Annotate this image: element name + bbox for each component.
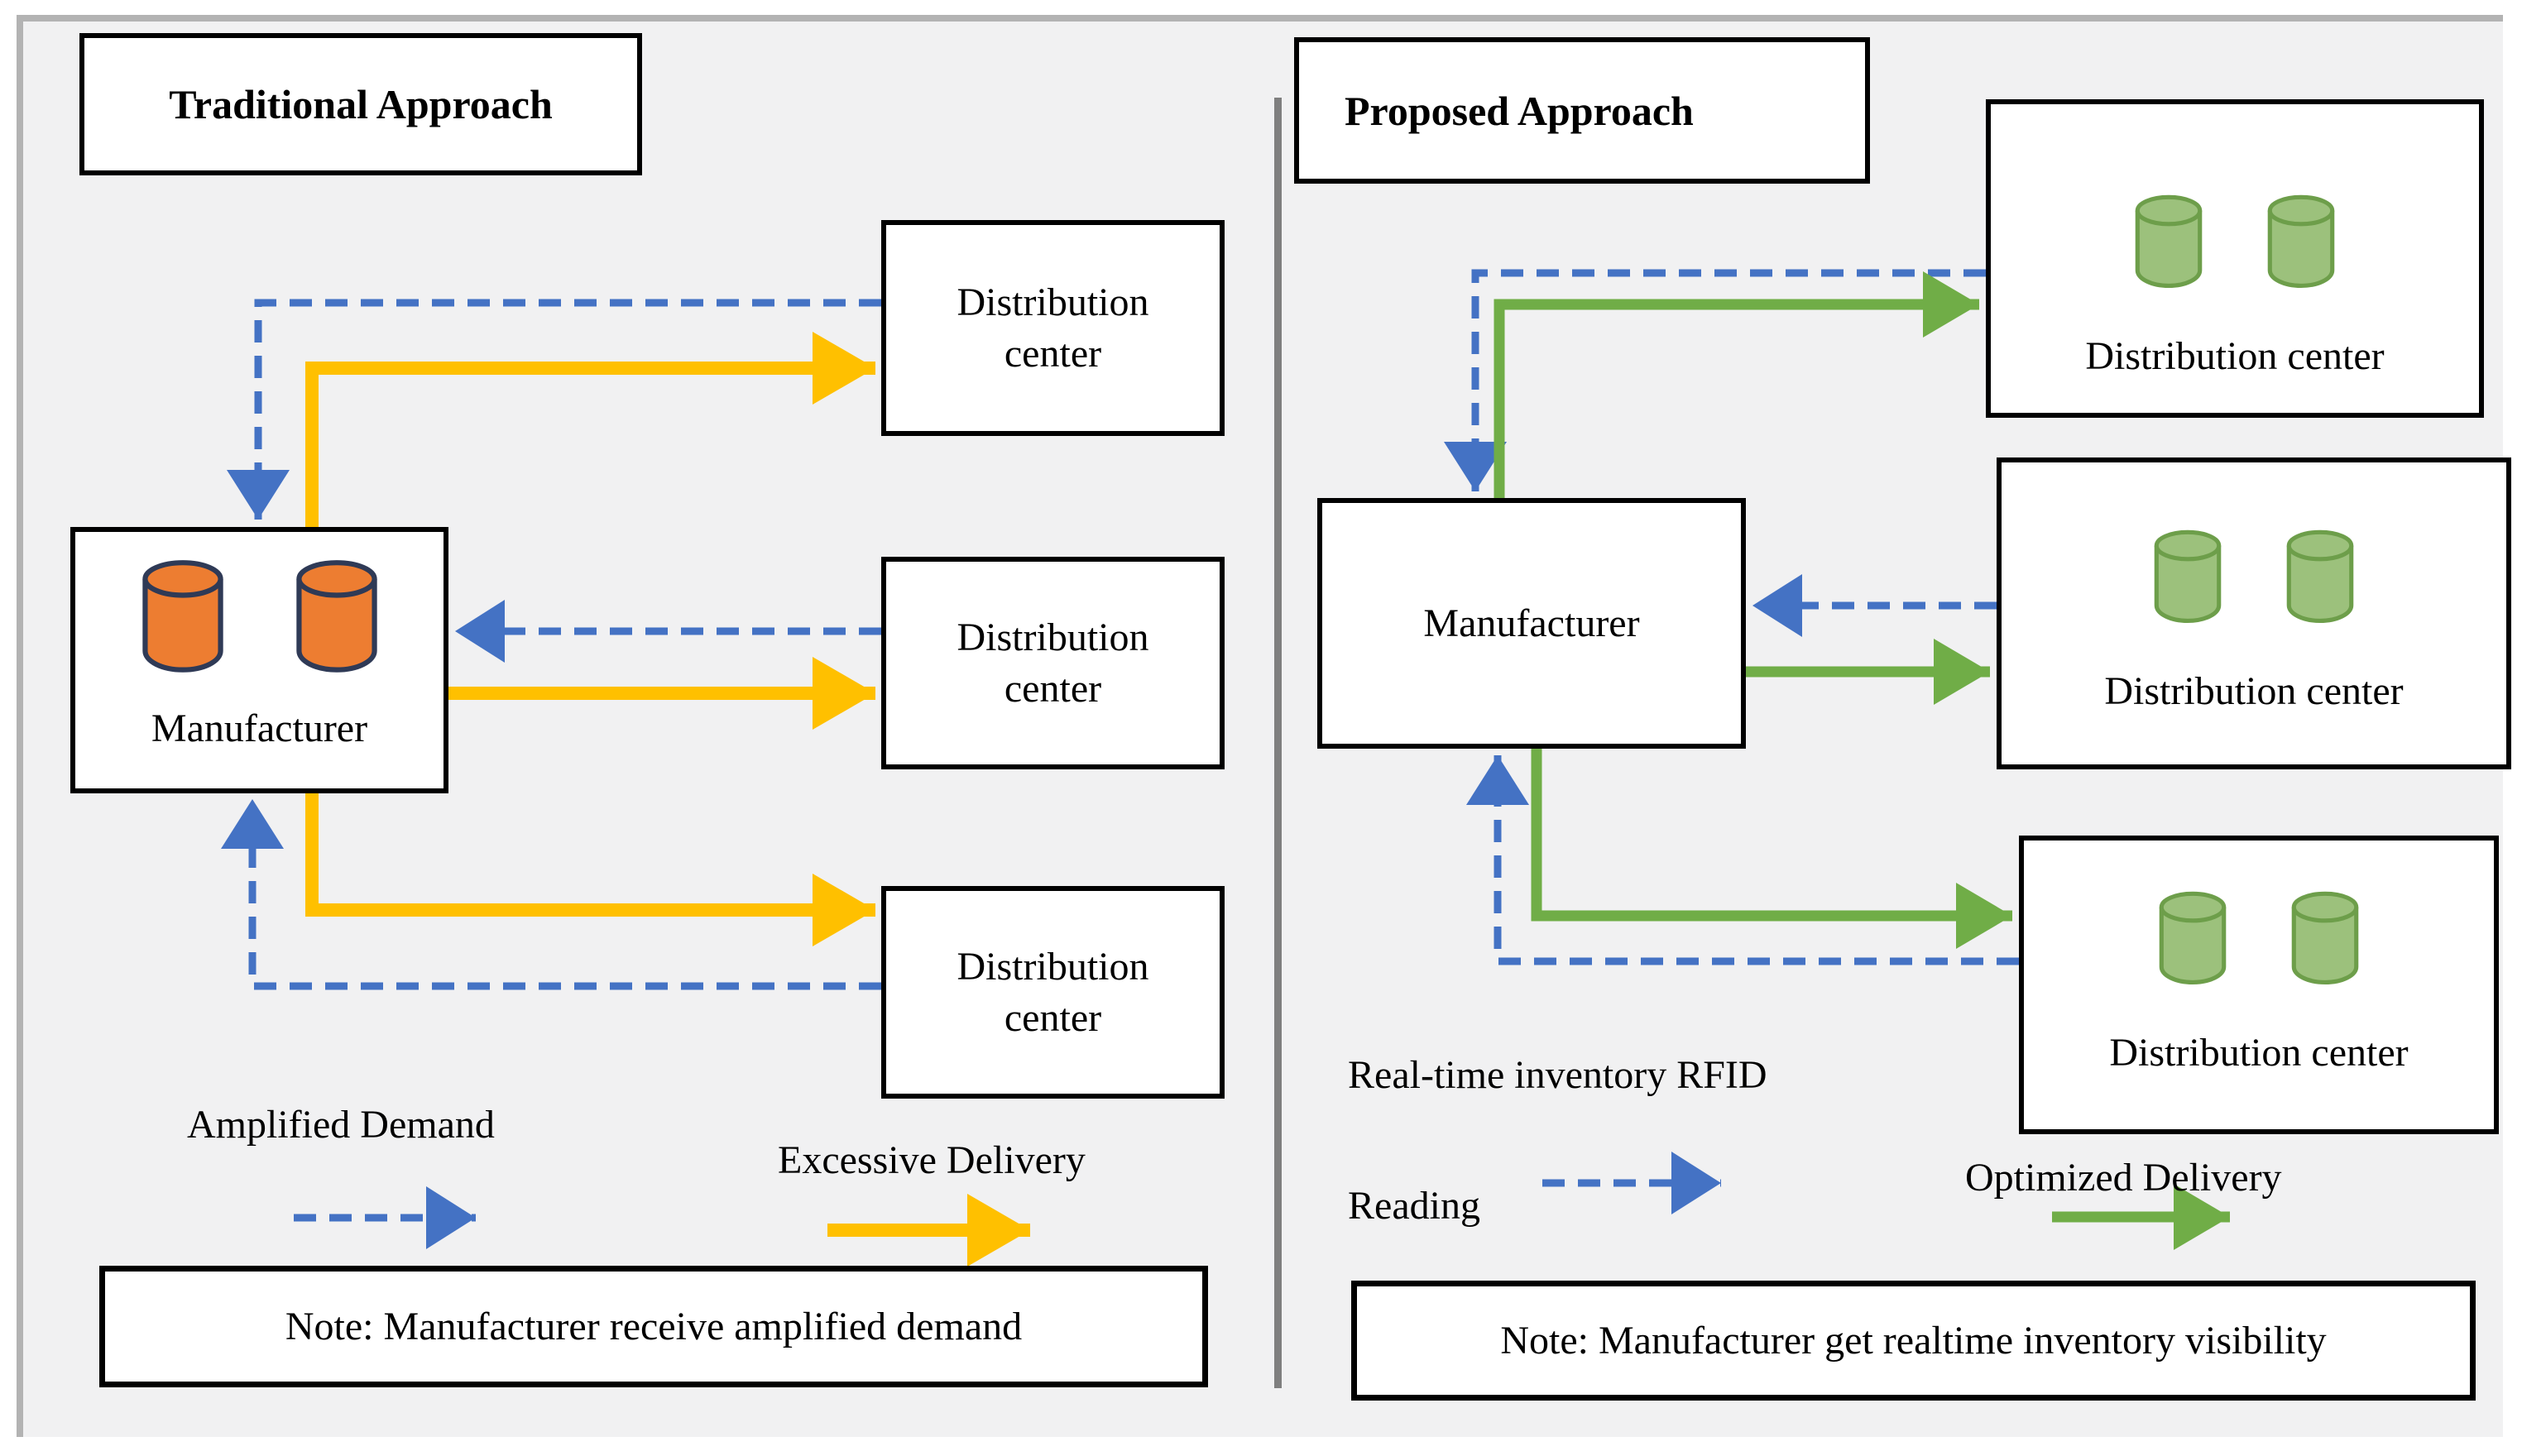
distribution-center-box-traditional-2: Distribution center [881, 557, 1225, 769]
distribution-center-label: center [1004, 995, 1102, 1040]
frame-left-line [17, 15, 23, 1437]
distribution-center-label: Distribution [957, 615, 1149, 659]
distribution-center-label: center [1004, 331, 1102, 376]
distribution-center-label: Distribution [957, 280, 1149, 324]
note-text-proposed: Note: Manufacturer get realtime inventor… [1500, 1319, 2327, 1363]
legend-amplified-demand-label: Amplified Demand [187, 1103, 495, 1147]
proposed-approach-title-box: Proposed Approach [1294, 37, 1870, 184]
rfid-reading-arrow-dc3-to-manufacturer [1466, 755, 2019, 965]
panel-divider-line [1274, 98, 1282, 1388]
legend-rfid-reading-label-line1: Real-time inventory RFID [1348, 1053, 1767, 1097]
database-cylinder-icon [2159, 891, 2227, 984]
manufacturer-box-proposed: Manufacturer [1317, 498, 1746, 749]
distribution-center-box-proposed-1: Distribution center [1986, 99, 2484, 418]
proposed-approach-title: Proposed Approach [1345, 87, 1694, 134]
excessive-delivery-arrow-manufacturer-to-dc3 [305, 792, 875, 946]
frame-top-line [17, 15, 2503, 22]
database-cylinder-icon [2267, 194, 2335, 288]
distribution-center-box-proposed-3: Distribution center [2019, 836, 2499, 1134]
excessive-delivery-arrow-manufacturer-to-dc1 [305, 332, 875, 529]
legend-rfid-reading-label-line2: Reading [1348, 1184, 1480, 1228]
note-box-proposed: Note: Manufacturer get realtime inventor… [1351, 1281, 2476, 1401]
legend-optimized-delivery-label: Optimized Delivery [1965, 1156, 2282, 1200]
dc-inventory-icons [2147, 529, 2361, 628]
manufacturer-label: Manufacturer [1423, 601, 1640, 645]
manufacturer-inventory-icons [139, 558, 381, 678]
rfid-reading-arrow-dc1-to-manufacturer [1444, 269, 1986, 491]
note-box-traditional: Note: Manufacturer receive amplified dem… [99, 1266, 1208, 1387]
optimized-delivery-arrow-manufacturer-to-dc3 [1531, 747, 2012, 949]
distribution-center-box-traditional-1: Distribution center [881, 220, 1225, 436]
note-text-traditional: Note: Manufacturer receive amplified dem… [285, 1305, 1023, 1348]
distribution-center-label: Distribution [957, 944, 1149, 989]
distribution-center-label: Distribution center [2085, 334, 2385, 378]
database-cylinder-icon [2286, 529, 2354, 623]
distribution-center-label: Distribution center [2104, 669, 2404, 713]
amplified-demand-arrow-dc3-to-manufacturer [221, 799, 881, 990]
dc-inventory-icons [2128, 194, 2342, 293]
manufacturer-box-traditional: Manufacturer [70, 527, 448, 793]
traditional-approach-title-box: Traditional Approach [79, 33, 642, 175]
database-cylinder-icon [2135, 194, 2203, 288]
distribution-center-box-proposed-2: Distribution center [1997, 457, 2511, 769]
traditional-approach-title: Traditional Approach [169, 81, 553, 127]
database-cylinder-icon [141, 560, 223, 673]
legend-excessive-delivery-label: Excessive Delivery [778, 1138, 1086, 1182]
optimized-delivery-arrow-manufacturer-to-dc1 [1494, 271, 1979, 500]
distribution-center-box-traditional-3: Distribution center [881, 886, 1225, 1099]
database-cylinder-icon [2154, 529, 2222, 623]
distribution-center-label: center [1004, 666, 1102, 711]
distribution-center-label: Distribution center [2109, 1031, 2409, 1075]
dc-inventory-icons [2152, 890, 2366, 989]
amplified-demand-arrow-dc1-to-manufacturer [227, 299, 881, 520]
manufacturer-label: Manufacturer [151, 706, 368, 750]
database-cylinder-icon [2291, 891, 2359, 984]
database-cylinder-icon [295, 560, 377, 673]
